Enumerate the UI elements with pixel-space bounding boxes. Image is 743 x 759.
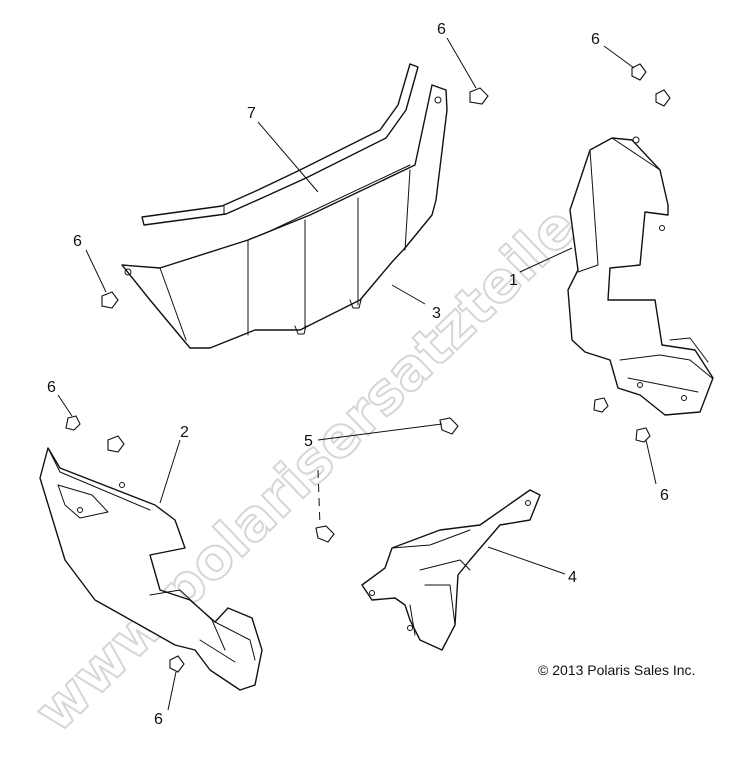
fastener-5-a[interactable]: [439, 417, 459, 435]
fastener-6-right-b[interactable]: [635, 427, 651, 443]
fastener-6-top[interactable]: [469, 87, 489, 105]
fastener-6-left-mid-a[interactable]: [65, 415, 81, 431]
fastener-6-top-right-a[interactable]: [631, 63, 647, 81]
copyright-notice: © 2013 Polaris Sales Inc.: [538, 662, 696, 678]
fastener-6-top-right-b[interactable]: [655, 89, 671, 107]
fastener-5-b[interactable]: [315, 525, 335, 543]
callout-6-top-right: 6: [591, 31, 600, 48]
callout-6-right: 6: [660, 487, 669, 504]
callout-6-top: 6: [437, 21, 446, 38]
callout-4: 4: [568, 569, 577, 586]
callout-6-bottom: 6: [154, 711, 163, 728]
callout-5: 5: [304, 433, 313, 450]
callout-3: 3: [432, 305, 441, 322]
leader-lines: [57, 37, 657, 711]
callout-6-left-mid: 6: [47, 379, 56, 396]
fastener-6-bottom[interactable]: [169, 655, 185, 673]
fastener-6-left-top[interactable]: [101, 291, 119, 309]
callout-7: 7: [247, 105, 256, 122]
callout-2: 2: [180, 424, 189, 441]
part-2-left-panel[interactable]: [39, 447, 263, 691]
fastener-6-left-mid-b[interactable]: [107, 435, 125, 453]
part-3-front-panel[interactable]: [121, 84, 448, 349]
callout-1: 1: [509, 272, 518, 289]
part-4-center-panel[interactable]: [361, 489, 541, 651]
callout-6-left-top: 6: [73, 233, 82, 250]
part-1-right-panel[interactable]: [567, 136, 714, 416]
fastener-6-right-a[interactable]: [593, 397, 609, 413]
part-7-trim-strip[interactable]: [141, 63, 419, 226]
